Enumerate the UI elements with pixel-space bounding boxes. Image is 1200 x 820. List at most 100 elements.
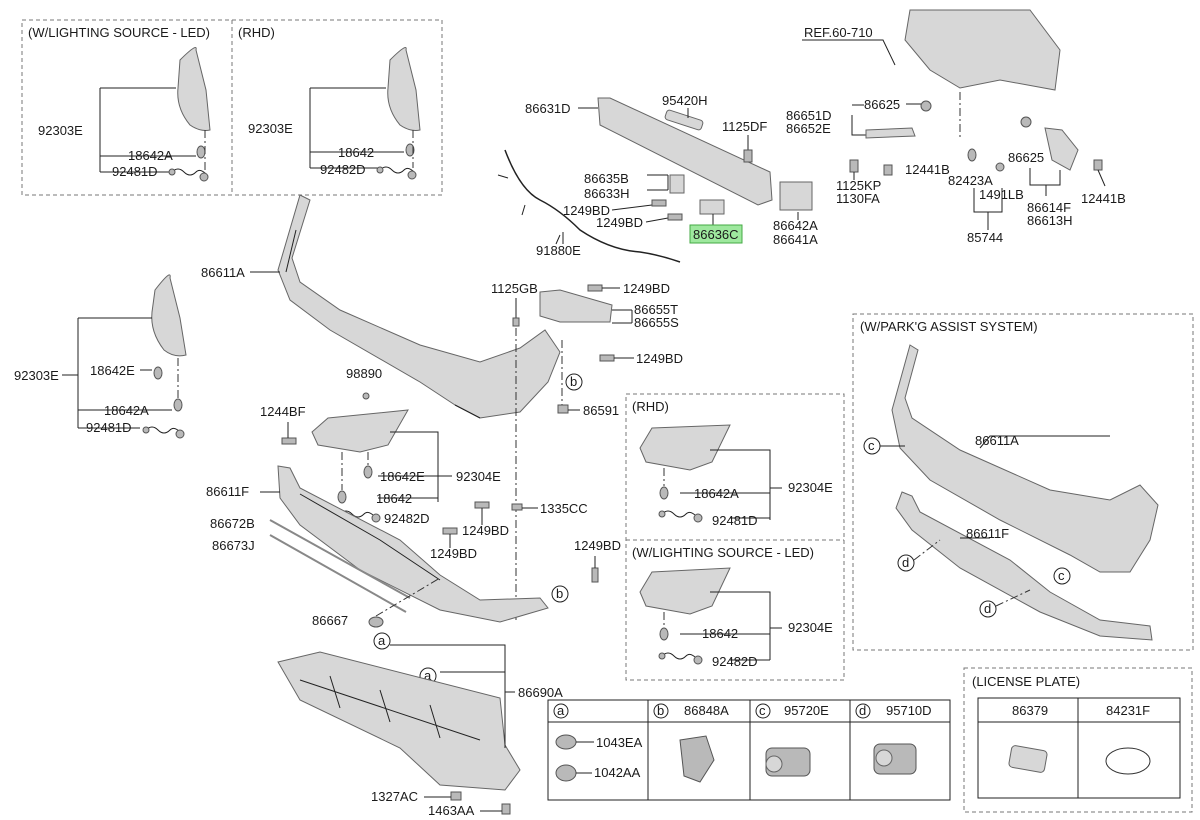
section-title-park-assist: (W/PARK'G ASSIST SYSTEM)	[860, 319, 1038, 334]
reflector-lamp	[639, 424, 731, 471]
section-title-license-plate: (LICENSE PLATE)	[972, 674, 1080, 689]
diffuser-grille	[299, 493, 441, 581]
callout-86591: 86591	[583, 403, 619, 418]
bumper-lower-diffuser	[895, 491, 1153, 641]
callout-ref: REF.60-710	[804, 25, 873, 40]
socket	[142, 426, 150, 434]
clip	[920, 100, 932, 112]
assembly-line	[995, 589, 1031, 607]
callout-86672b: 86672B	[210, 516, 255, 531]
bumper-lower-diffuser	[277, 465, 549, 623]
callout-86673j: 86673J	[212, 538, 255, 553]
highlight-box	[689, 224, 743, 244]
under-cover	[277, 651, 521, 791]
screw	[501, 803, 511, 815]
callout-1125kp: 1125KP	[836, 178, 881, 193]
circle-callout-d	[855, 703, 871, 719]
park-assist-section-box	[852, 313, 1194, 651]
pad-icon	[1008, 745, 1048, 773]
callout-92481d: 92481D	[712, 513, 758, 528]
legend-key-b: b	[657, 703, 664, 718]
leader-line	[645, 217, 669, 223]
callout-18642e: 18642E	[90, 363, 135, 378]
rhd-led-section-box	[625, 393, 845, 681]
bolt	[1093, 159, 1103, 171]
callout-91880e: 91880E	[536, 243, 581, 258]
callout-86611a: 86611A	[201, 265, 245, 280]
callout-1249bd: 1249BD	[636, 351, 683, 366]
section-title-rhd: (RHD)	[238, 25, 275, 40]
callout-1327ac: 1327AC	[371, 789, 418, 804]
callout-12441b: 12441B	[1081, 191, 1126, 206]
under-cover-ribs	[299, 675, 481, 741]
callout-1249bd: 1249BD	[430, 546, 477, 561]
socket-wire	[661, 510, 697, 518]
body-panel	[904, 9, 1061, 91]
callout-86655s: 86655S	[634, 315, 679, 330]
bracket	[539, 289, 613, 323]
bulb	[196, 145, 206, 159]
bolt	[883, 164, 893, 176]
circle-label-d: d	[984, 601, 991, 616]
callout-92482d: 92482D	[384, 511, 430, 526]
leader-lines	[680, 591, 782, 661]
bolt	[587, 284, 603, 292]
callout-18642: 18642	[376, 491, 412, 506]
callout-18642a: 18642A	[128, 148, 173, 163]
callout-86611a: 86611A	[975, 433, 1019, 448]
callout-86641a: 86641A	[773, 232, 818, 247]
license-part-86379: 86379	[1012, 703, 1048, 718]
leader-lines	[378, 431, 452, 502]
leader-line	[802, 39, 896, 66]
callout-1130fa: 1130FA	[836, 191, 880, 206]
section-title-rhd: (RHD)	[632, 399, 669, 414]
callout-1335cc: 1335CC	[540, 501, 588, 516]
garnish-strip	[269, 534, 407, 613]
callout-18642e: 18642E	[380, 469, 425, 484]
socket	[693, 655, 703, 665]
callout-92482d: 92482D	[712, 654, 758, 669]
garnish-strip	[269, 519, 411, 599]
wiring-harness	[504, 149, 681, 263]
reflector-lamp	[311, 409, 409, 453]
callout-98890: 98890	[346, 366, 382, 381]
callout-82423a: 82423A	[948, 173, 993, 188]
bolt	[281, 437, 297, 445]
bolt	[849, 159, 859, 173]
legend-part-a2: 1042AA	[594, 765, 641, 780]
callout-1463aa: 1463AA	[428, 803, 475, 818]
socket	[658, 510, 666, 518]
bolt	[651, 199, 667, 207]
nut	[450, 791, 462, 801]
legend-key-a: a	[557, 703, 565, 718]
socket	[168, 168, 176, 176]
callout-86611f: 86611F	[206, 484, 249, 499]
leader-lines	[680, 449, 782, 520]
callout-1249bd: 1249BD	[623, 281, 670, 296]
circle-label-d: d	[902, 555, 909, 570]
circle-callout-a	[553, 703, 569, 719]
clip	[1020, 116, 1032, 128]
leader-lines	[612, 309, 633, 324]
bolt	[599, 354, 615, 362]
callout-12441b: 12441B	[905, 162, 950, 177]
callout-92481d: 92481D	[86, 420, 132, 435]
callout-92481d: 92481D	[112, 164, 158, 179]
clip-icon	[555, 734, 577, 750]
callout-92304e: 92304E	[788, 480, 833, 495]
sensor-face-icon	[875, 749, 893, 767]
callout-18642: 18642	[338, 145, 374, 160]
clip-icon	[555, 764, 577, 782]
harness-branches	[497, 174, 561, 245]
clip	[995, 162, 1005, 172]
circle-label-b: b	[556, 586, 563, 601]
section-title-led: (W/LIGHTING SOURCE - LED)	[632, 545, 814, 560]
circle-callout-b	[551, 585, 569, 603]
bulb	[405, 143, 415, 157]
bulb	[173, 398, 183, 412]
legend-part-d: 95710D	[886, 703, 932, 718]
socket-wire	[145, 426, 181, 434]
bolt	[557, 404, 569, 414]
legend-table	[547, 699, 951, 801]
leader-line	[979, 435, 1110, 449]
